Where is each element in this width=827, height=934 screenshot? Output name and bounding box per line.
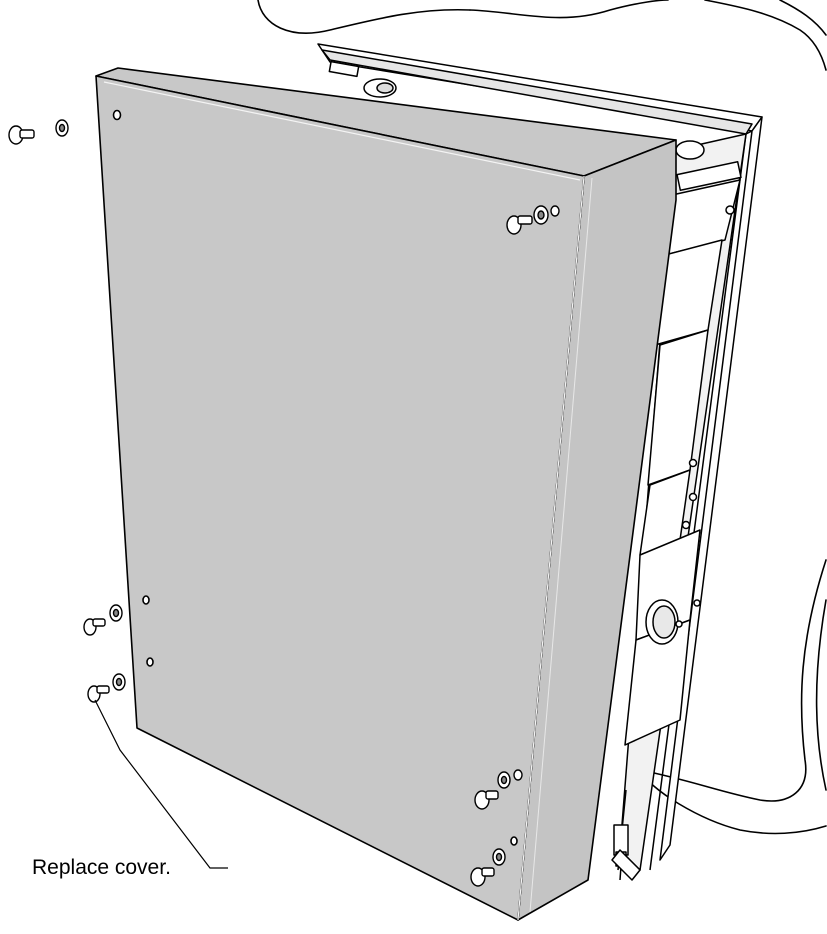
fastener-left-upper bbox=[84, 605, 122, 635]
fastener-top-left bbox=[9, 120, 68, 144]
enclosure-cover bbox=[96, 68, 676, 920]
cover-front-face bbox=[96, 76, 584, 920]
fastener-left-lower bbox=[88, 674, 125, 702]
callout-label: Replace cover. bbox=[32, 856, 171, 879]
